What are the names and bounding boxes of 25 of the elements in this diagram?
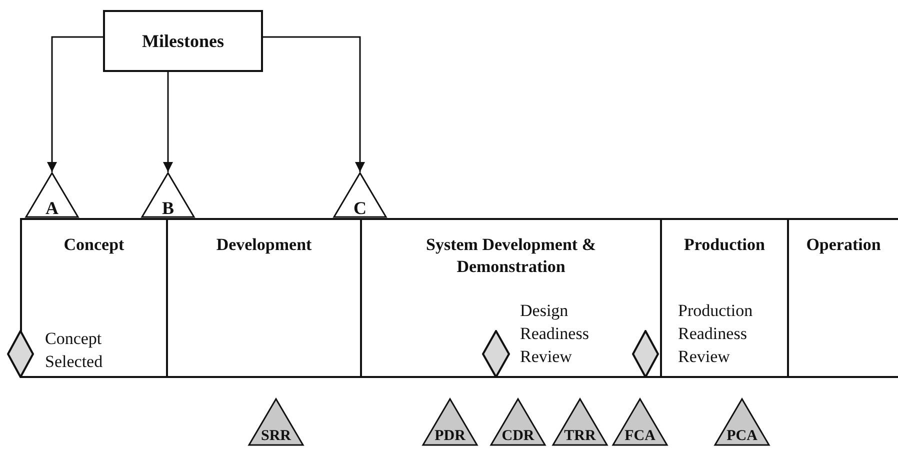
milestone-box: Milestones: [103, 10, 263, 72]
phase-heading: System Development & Demonstration: [425, 234, 597, 278]
phase-column: [166, 218, 360, 378]
phase-heading: Concept: [62, 234, 126, 256]
review-triangle: TRR: [552, 398, 608, 446]
review-triangle: CDR: [490, 398, 546, 446]
review-triangle: SRR: [248, 398, 304, 446]
phase-column: [787, 218, 898, 378]
milestone-label: Production Readiness Review: [678, 300, 754, 368]
phase-column: [660, 218, 787, 378]
milestone-triangle: A: [25, 172, 79, 218]
milestone-triangle: C: [333, 172, 387, 218]
phase-heading: Production: [683, 234, 766, 256]
milestone-label: Design Readiness Review: [520, 300, 590, 368]
milestone-label: Concept Selected: [45, 328, 104, 373]
arrow: [47, 36, 103, 172]
review-triangle: FCA: [612, 398, 668, 446]
review-triangle: PDR: [422, 398, 478, 446]
arrow: [163, 72, 173, 172]
phase-column: [360, 218, 660, 378]
phase-heading: Development: [215, 234, 313, 256]
phase-heading: Operation: [805, 234, 882, 256]
review-triangle: PCA: [714, 398, 770, 446]
arrow: [263, 36, 365, 172]
milestone-triangle: B: [141, 172, 195, 218]
